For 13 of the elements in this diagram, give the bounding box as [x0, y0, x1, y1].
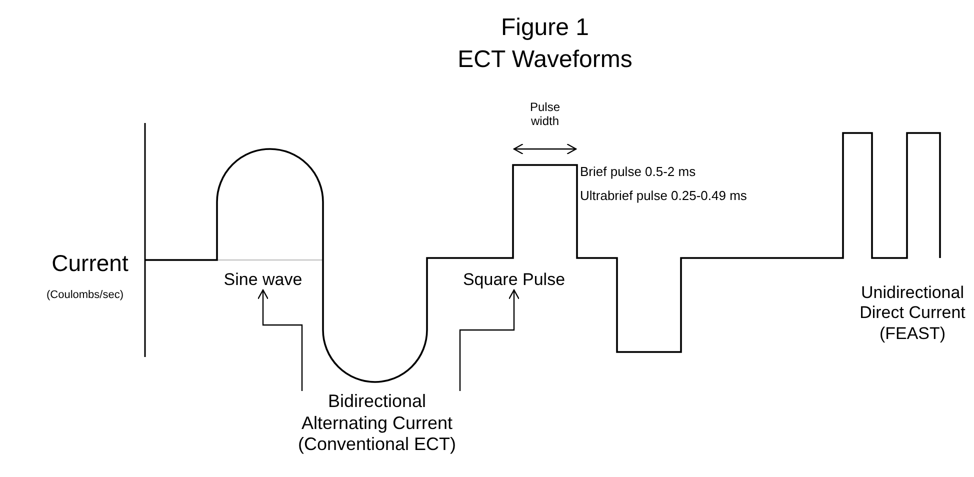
dimension-label: Pulse width — [528, 100, 562, 129]
leader-arrow — [459, 289, 520, 391]
waveform-label: Sine wave — [212, 270, 314, 290]
pulse-duration-note: Brief pulse 0.5-2 ms — [580, 164, 697, 180]
waveform-label: Unidirectional Direct Current (FEAST) — [858, 283, 966, 344]
figure-title: Figure 1 — [500, 14, 590, 43]
axis-label: Current — [50, 250, 130, 278]
axis-unit: (Coulombs/sec) — [45, 289, 125, 302]
figure-heading: ECT Waveforms — [456, 46, 634, 75]
pulse-duration-note: Ultrabrief pulse 0.25-0.49 ms — [580, 188, 748, 204]
waveform-label: Square Pulse — [453, 270, 575, 290]
leader-arrow — [257, 289, 303, 391]
waveform-label: Bidirectional Alternating Current (Conventional ECT) — [288, 391, 466, 456]
